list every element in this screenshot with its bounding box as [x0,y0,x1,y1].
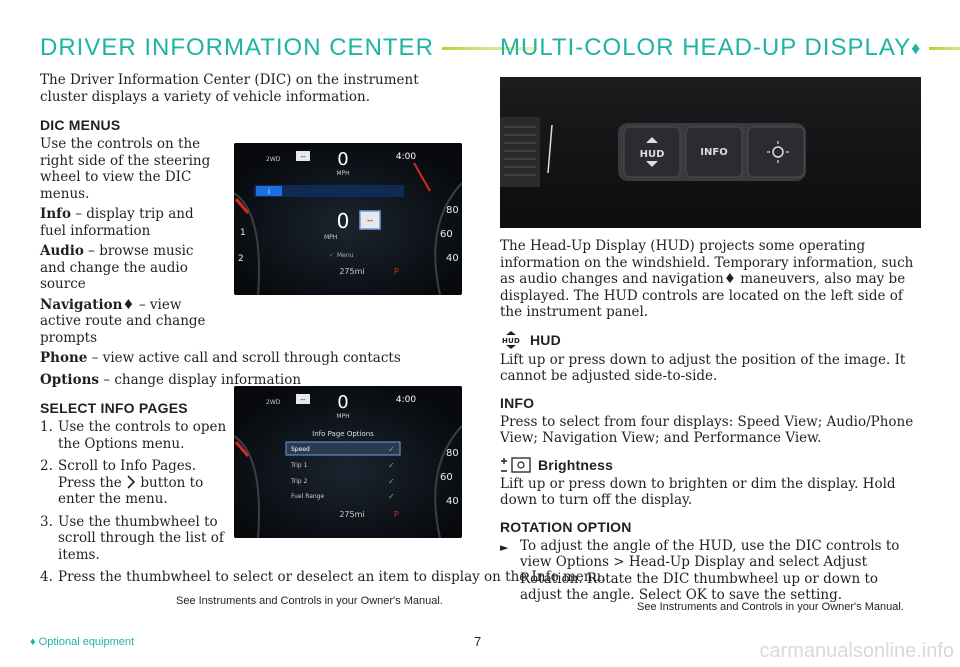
hud-section-title: MULTI-COLOR HEAD-UP DISPLAY ♦ [500,34,960,62]
brightness-heading: Brightness [500,457,922,473]
svg-text:i: i [268,188,270,196]
step-4: 4.Press the thumbwheel to select or dese… [40,569,606,585]
dic-menus-intro: Use the controls on the right side of th… [40,136,211,202]
speed-top: 0 [337,392,348,413]
optional-equipment-note: ♦ Optional equipment [30,636,135,648]
svg-text:✓: ✓ [329,252,334,259]
rotation-heading: ROTATION OPTION [500,518,632,535]
hud-text: Lift up or press down to adjust the posi… [500,351,906,385]
hud-controls-illustration: HUD INFO [500,117,806,187]
gauge-mark: 40 [446,253,459,264]
hud-intro: The Head-Up Display (HUD) projects some … [500,238,914,320]
select-info-pages-heading: SELECT INFO PAGES [40,400,188,416]
gauge-mark: 80 [446,205,459,216]
option-speed: Speed [291,446,310,453]
svg-text:✓: ✓ [388,492,395,501]
speed-top: 0 [337,149,348,170]
option-trip-1: Trip 1 [290,462,308,469]
mph-top: MPH [336,413,349,420]
dic-menus-list: Use the controls on the right side of th… [40,136,222,346]
svg-text:✓: ✓ [388,477,395,486]
gauge-mark: 2 [238,254,244,264]
info-pages-cluster-image: -- 2WD 0 MPH 4:00 Info Page Options Spee… [234,386,462,538]
mph-mid: MPH [324,234,337,241]
hud-button-label: HUD [640,149,665,160]
svg-text:--: -- [300,153,306,161]
svg-text:✓: ✓ [388,461,395,470]
gauge-mark: 1 [240,228,246,238]
dic-menus-heading: DIC MENUS [40,117,121,133]
gear-indicator: P [394,510,399,519]
hud-title-text: MULTI-COLOR HEAD-UP DISPLAY [500,34,912,61]
fuel-range: 275mi [339,510,364,519]
brightness-text: Lift up or press down to brighten or dim… [500,475,896,509]
dic-cluster-image: -- 2WD 0 MPH 4:00 i 0 MPH -- Menu ✓ 275m… [234,143,462,295]
bullet-triangle-icon: ► [500,540,509,554]
clock: 4:00 [396,395,416,405]
option-fuel-range: Fuel Range [291,493,325,500]
hud-icon: HUD [502,330,520,349]
gauge-mark: 60 [440,472,453,483]
hud-controls-photo: HUD INFO [500,77,921,228]
menu-item-navigation: Navigation♦ – view active route and chan… [40,296,206,346]
svg-text:HUD: HUD [502,337,520,345]
info-text: Press to select from four displays: Spee… [500,413,914,447]
menu-item-phone: Phone – view active call and scroll thro… [40,350,401,366]
clock: 4:00 [396,152,416,162]
mph-top: MPH [336,170,349,177]
step-3: 3.Use the thumbwheel to scroll through t… [40,513,224,563]
brightness-icon [501,456,531,473]
fuel-range: 275mi [339,267,364,276]
watermark: carmanualsonline.info [759,640,954,662]
dic-column: The Driver Information Center (DIC) on t… [40,72,606,592]
svg-text:--: -- [367,216,373,225]
title-bar-divider [441,46,538,50]
gauge-mark: 80 [446,448,459,459]
step-1: 1.Use the controls to open the Options m… [40,419,227,452]
speed-mid: 0 [337,209,350,233]
option-trip-2: Trip 2 [290,478,308,485]
chevron-right-icon [127,474,136,489]
dic-section-title: DRIVER INFORMATION CENTER [40,34,538,62]
cluster-screen-1: -- 2WD 0 MPH 4:00 i 0 MPH -- Menu ✓ 275m… [234,143,462,295]
hud-see-manual-note: See Instruments and Controls in your Own… [637,601,904,613]
info-page-options-title: Info Page Options [312,430,374,438]
menu-item-audio: Audio – browse music and change the audi… [40,243,194,292]
optional-diamond: ♦ [911,37,922,58]
hud-heading: HUD HUD [500,330,922,349]
page-number: 7 [474,634,482,649]
step-2: 2.Scroll to Info Pages. Press the button… [40,458,204,507]
drive-mode: 2WD [266,399,281,406]
steps-list: 1.Use the controls to open the Options m… [40,419,606,586]
svg-text:--: -- [300,396,306,404]
gauge-mark: 60 [440,229,453,240]
dic-see-manual-note: See Instruments and Controls in your Own… [176,595,443,607]
svg-text:✓: ✓ [388,445,395,454]
title-bar-divider [929,46,960,50]
info-heading: INFO [500,394,535,411]
cluster-screen-2: -- 2WD 0 MPH 4:00 Info Page Options Spee… [234,386,462,538]
dic-intro: The Driver Information Center (DIC) on t… [40,72,419,105]
rotation-bullet: ► To adjust the angle of the HUD, use th… [500,537,900,604]
gauge-mark: 40 [446,496,459,507]
menu-item-options: Options – change display information [40,371,302,388]
hud-column: The Head-Up Display (HUD) projects some … [500,238,922,604]
info-button-label: INFO [700,147,727,158]
menu-label: Menu [337,252,354,259]
drive-mode: 2WD [266,156,281,163]
dic-title-text: DRIVER INFORMATION CENTER [40,34,434,61]
gear-indicator: P [394,267,399,276]
menu-item-info: Info – display trip and fuel information [40,206,194,239]
